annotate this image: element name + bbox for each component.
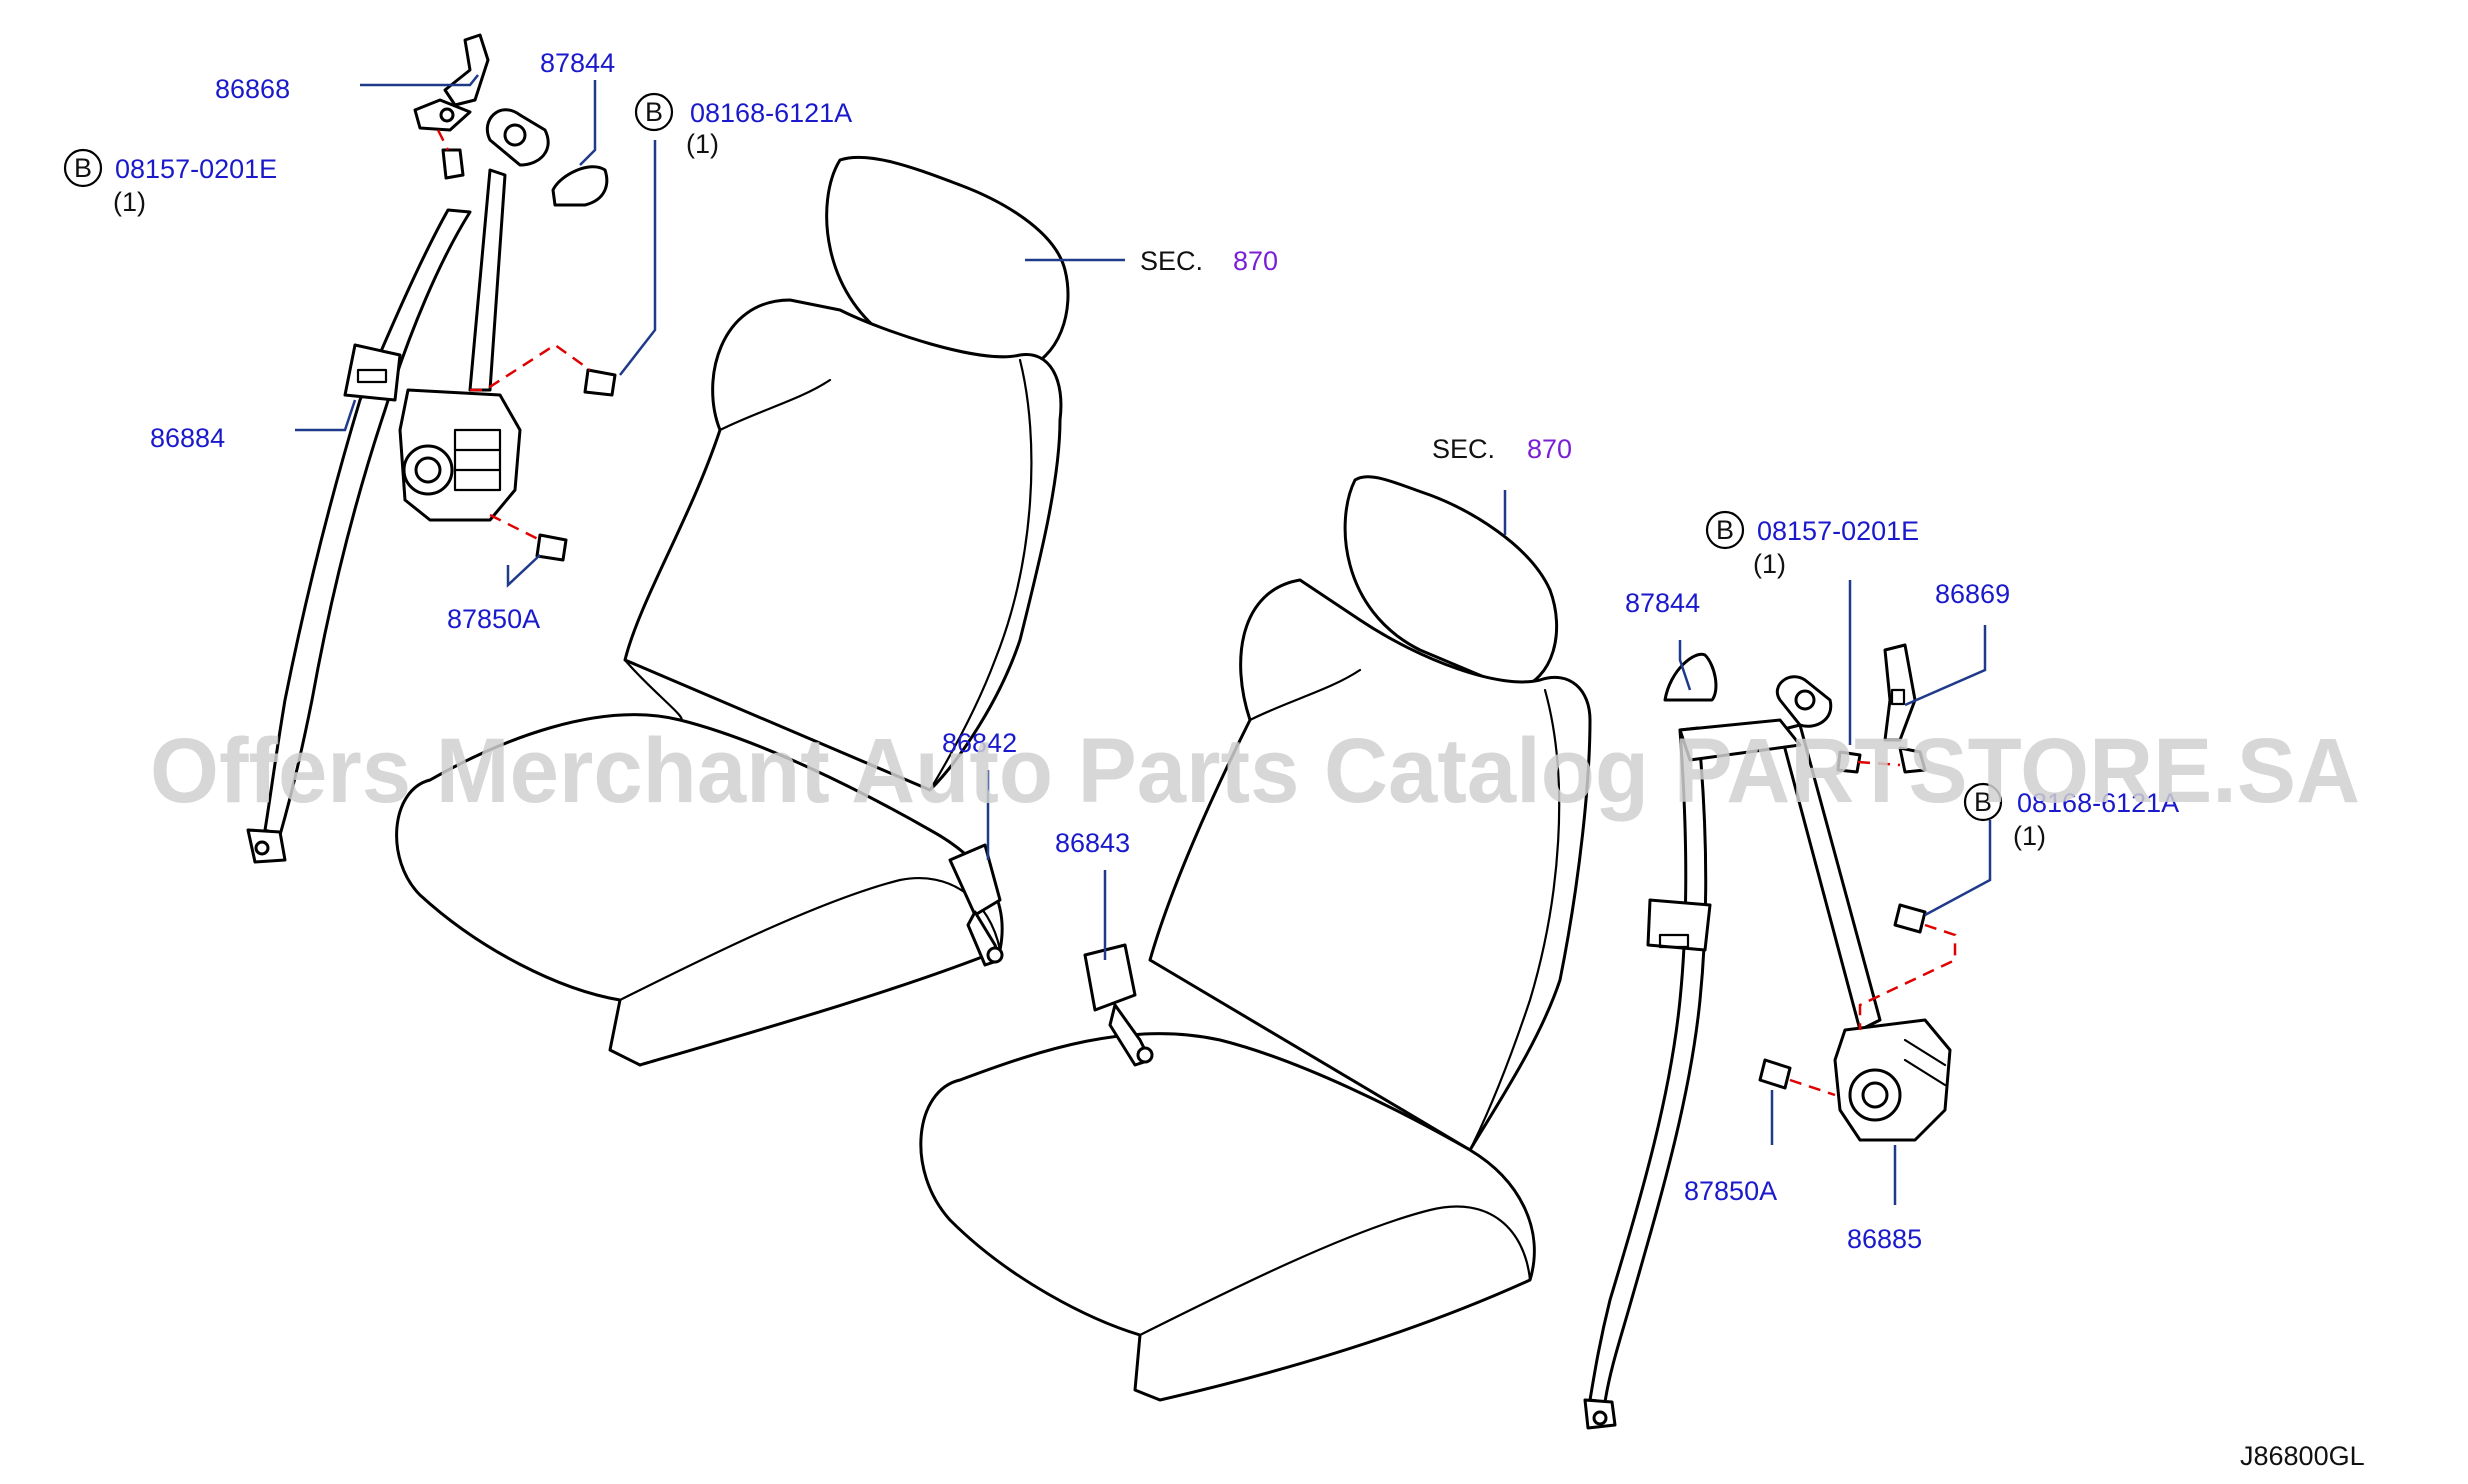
part-qty-right-retractor: (1) bbox=[2013, 821, 2046, 851]
part-qty-left-retractor: (1) bbox=[686, 129, 719, 159]
part-qty-right-upper: (1) bbox=[1753, 549, 1786, 579]
right-seat-drawing bbox=[919, 475, 1592, 1402]
part-label-86868[interactable]: 86868 bbox=[215, 74, 290, 104]
part-label-08157-0201e-right[interactable]: 08157-0201E bbox=[1757, 516, 1919, 546]
section-number-right[interactable]: 870 bbox=[1527, 434, 1572, 464]
section-prefix-left: SEC. bbox=[1140, 246, 1203, 276]
bolt-marker-circle bbox=[634, 92, 674, 132]
part-label-87850a-left[interactable]: 87850A bbox=[447, 604, 540, 634]
buckle-86842-drawing bbox=[948, 843, 1004, 967]
callout-labels: 86868 87844 B 08157-0201E (1) B 08168-61… bbox=[63, 48, 2365, 1471]
part-label-08168-6121a-right[interactable]: 08168-6121A bbox=[2017, 788, 2179, 818]
part-label-08168-6121a-left[interactable]: 08168-6121A bbox=[690, 98, 852, 128]
right-seatbelt-assembly bbox=[1583, 643, 1957, 1430]
bolt-marker-b: B bbox=[645, 97, 663, 127]
part-qty-left-upper: (1) bbox=[113, 187, 146, 217]
section-prefix-right: SEC. bbox=[1432, 434, 1495, 464]
bolt-marker-circle bbox=[1963, 782, 2003, 822]
bolt-marker-b: B bbox=[1974, 787, 1992, 817]
buckle-86843-drawing bbox=[1083, 943, 1154, 1067]
bolt-marker-b: B bbox=[74, 153, 92, 183]
left-seatbelt-assembly bbox=[246, 33, 617, 864]
bolt-marker-circle bbox=[63, 148, 103, 188]
part-label-86843[interactable]: 86843 bbox=[1055, 828, 1130, 858]
watermark-text: Offers Merchant Auto Parts Catalog PARTS… bbox=[150, 720, 2360, 822]
bolt-marker-b: B bbox=[1716, 515, 1734, 545]
part-label-87844-left[interactable]: 87844 bbox=[540, 48, 615, 78]
part-label-86885[interactable]: 86885 bbox=[1847, 1224, 1922, 1254]
part-label-86869[interactable]: 86869 bbox=[1935, 579, 2010, 609]
part-label-08157-0201e-left[interactable]: 08157-0201E bbox=[115, 154, 277, 184]
left-seat-drawing bbox=[395, 155, 1070, 1067]
leader-lines bbox=[295, 74, 1992, 1205]
section-number-left[interactable]: 870 bbox=[1233, 246, 1278, 276]
part-label-86842[interactable]: 86842 bbox=[942, 728, 1017, 758]
part-label-87850a-right[interactable]: 87850A bbox=[1684, 1176, 1777, 1206]
part-label-87844-right[interactable]: 87844 bbox=[1625, 588, 1700, 618]
part-label-86884[interactable]: 86884 bbox=[150, 423, 225, 453]
diagram-code: J86800GL bbox=[2240, 1441, 2365, 1471]
bolt-marker-circle bbox=[1705, 510, 1745, 550]
